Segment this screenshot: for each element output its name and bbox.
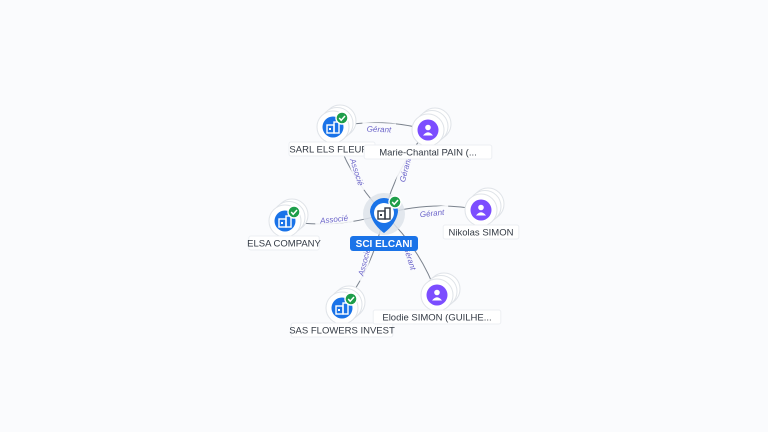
- edge-label: Gérant: [398, 156, 413, 183]
- node-sarl[interactable]: SARL ELS FLEURS: [288, 104, 376, 157]
- edge-label: Gérant: [367, 125, 393, 135]
- center-node[interactable]: SCI ELCANI: [350, 193, 418, 251]
- person-icon: [423, 124, 433, 136]
- node-label: Marie-Chantal PAIN (...: [379, 148, 477, 159]
- nodes-layer: SARL ELS FLEURS ELSA COMPANY SAS FLOWERS I…: [247, 104, 520, 338]
- edge-label: Gérant: [419, 208, 445, 220]
- building-icon: [377, 207, 391, 220]
- node-label: ELSA COMPANY: [247, 239, 321, 250]
- node-label: Elodie SIMON (GUILHE...: [382, 313, 491, 324]
- verified-check-icon: [287, 205, 301, 219]
- center-label-chip: [350, 236, 418, 251]
- node-label: SARL ELS FLEURS: [289, 145, 374, 156]
- building-icon: [326, 121, 340, 134]
- node-elodie[interactable]: Elodie SIMON (GUILHE...: [372, 272, 502, 325]
- verified-check-icon: [335, 111, 349, 125]
- node-sas[interactable]: SAS FLOWERS INVEST: [289, 285, 395, 338]
- verified-check-icon: [344, 292, 358, 306]
- center-label: SCI ELCANI: [356, 239, 413, 250]
- node-nikolas[interactable]: Nikolas SIMON: [442, 187, 520, 240]
- building-icon: [335, 302, 349, 315]
- node-marie[interactable]: Marie-Chantal PAIN (...: [363, 107, 493, 160]
- node-label: Nikolas SIMON: [449, 228, 514, 239]
- person-icon: [432, 289, 442, 301]
- edge-label: Associé: [319, 214, 349, 226]
- verified-check-icon: [388, 195, 402, 209]
- building-icon: [278, 215, 292, 228]
- person-icon: [476, 204, 486, 216]
- node-elsa[interactable]: ELSA COMPANY: [247, 198, 322, 251]
- node-label: SAS FLOWERS INVEST: [289, 326, 395, 337]
